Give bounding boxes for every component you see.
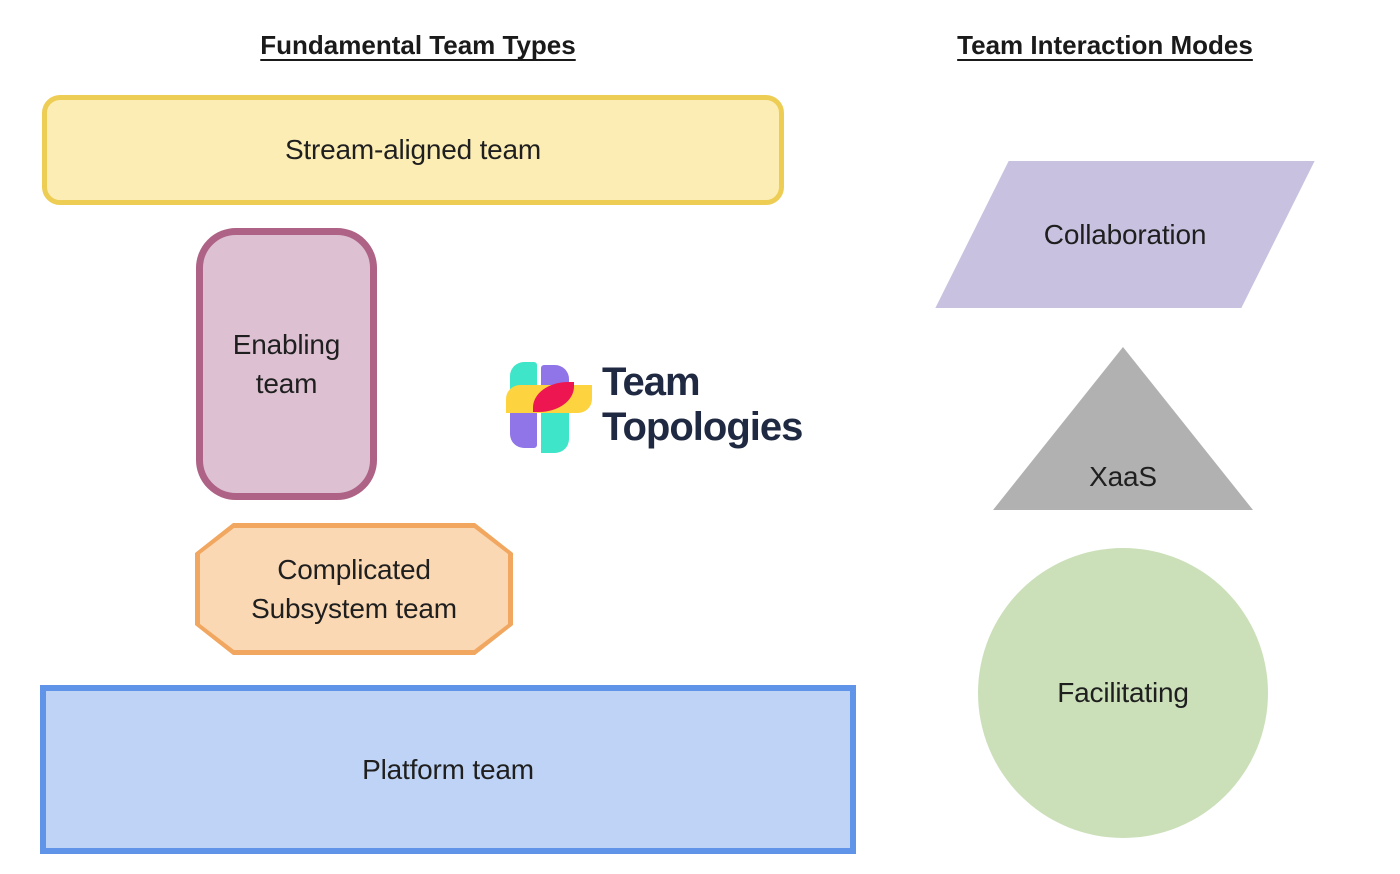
collaboration-label-wrapper: Collaboration	[972, 161, 1278, 308]
team-topologies-logo-icon	[506, 362, 596, 453]
stream-aligned-team-label: Stream-aligned team	[284, 134, 542, 166]
complicated-subsystem-team-label: Complicated Subsystem team	[251, 553, 457, 624]
platform-team-label: Platform team	[362, 753, 534, 785]
shape-platform-team: Platform team	[40, 685, 856, 854]
team-topologies-wordmark: Team Topologies	[602, 360, 803, 450]
shape-collaboration: Collaboration	[935, 161, 1315, 308]
shape-complicated-subsystem-team: Complicated Subsystem team	[195, 523, 513, 655]
heading-fundamental-team-types: Fundamental Team Types	[260, 30, 576, 60]
heading-team-interaction-modes: Team Interaction Modes	[957, 30, 1253, 60]
xaas-label: XaaS	[1089, 460, 1157, 492]
facilitating-label: Facilitating	[1057, 677, 1189, 709]
enabling-team-label: Enabling team	[232, 328, 341, 399]
shape-xaas: XaaS	[993, 347, 1253, 510]
shape-stream-aligned-team: Stream-aligned team	[42, 95, 784, 205]
wordmark-line-2: Topologies	[602, 405, 803, 449]
collaboration-label: Collaboration	[1043, 218, 1207, 250]
shape-facilitating: Facilitating	[978, 548, 1268, 838]
team-topologies-logo: Team Topologies	[506, 360, 860, 457]
wordmark-line-1: Team	[602, 360, 701, 404]
shape-enabling-team: Enabling team	[196, 228, 377, 500]
complicated-subsystem-team-inner: Complicated Subsystem team	[200, 528, 508, 650]
